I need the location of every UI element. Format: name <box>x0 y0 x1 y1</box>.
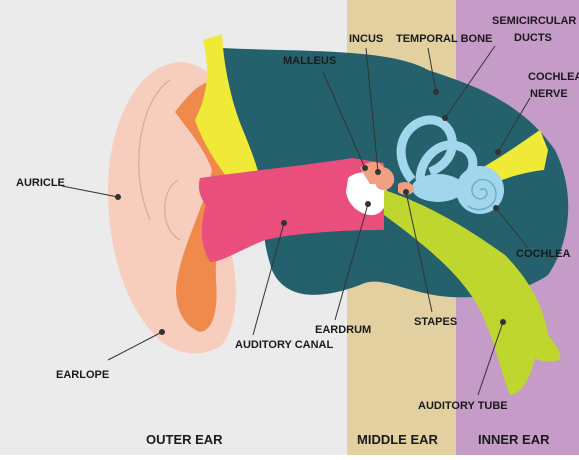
zone-label-middle-ear: MIDDLE EAR <box>357 432 439 447</box>
label-cochlea: COCHLEA <box>516 248 570 260</box>
label-stapes: STAPES <box>414 316 457 328</box>
label-auditory-canal: AUDITORY CANAL <box>235 339 333 351</box>
label-semicircular-ducts-line2: DUCTS <box>514 32 552 44</box>
label-earlope: EARLOPE <box>56 369 109 381</box>
label-temporal-bone: TEMPORAL BONE <box>396 33 492 45</box>
label-auricle: AURICLE <box>16 177 65 189</box>
label-malleus: MALLEUS <box>283 55 336 67</box>
zone-label-outer-ear: OUTER EAR <box>146 432 223 447</box>
label-auditory-tube: AUDITORY TUBE <box>418 400 508 412</box>
label-eardrum: EARDRUM <box>315 324 371 336</box>
label-incus: INCUS <box>349 33 383 45</box>
zone-label-inner-ear: INNER EAR <box>478 432 550 447</box>
label-semicircular-ducts-line1: SEMICIRCULAR <box>492 15 576 27</box>
label-cochlea-nerve-line2: NERVE <box>530 88 568 100</box>
label-cochlea-nerve-line1: COCHLEA <box>528 71 579 83</box>
